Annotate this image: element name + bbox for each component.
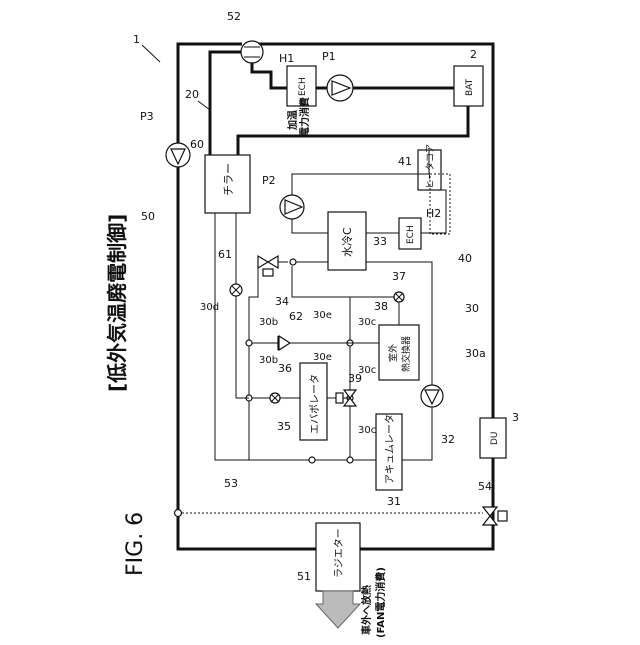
ref-h1: H1 bbox=[279, 52, 294, 65]
ref-53: 53 bbox=[224, 477, 238, 490]
ech-1-label: ECH bbox=[298, 77, 308, 96]
ref-60: 60 bbox=[190, 138, 204, 151]
ref-39: 39 bbox=[348, 372, 362, 385]
compressor-32 bbox=[421, 385, 443, 407]
outdoor-hx-label-1: 室外 bbox=[387, 344, 399, 362]
evaporator-label: エバポレータ bbox=[309, 374, 321, 434]
ref-36: 36 bbox=[278, 362, 292, 375]
ref-54: 54 bbox=[478, 480, 492, 493]
pump-p3 bbox=[166, 143, 190, 167]
ref-51: 51 bbox=[297, 570, 311, 583]
ref-30e-1: 30e bbox=[313, 310, 332, 321]
outdoor-hx-label-2: 熱交換器 bbox=[400, 336, 412, 372]
ref-52: 52 bbox=[227, 10, 241, 23]
ref-30b-2: 30b bbox=[259, 355, 278, 366]
accumulator-label: アキュムレータ bbox=[384, 414, 396, 484]
ref-1: 1 bbox=[133, 33, 140, 46]
ref-31: 31 bbox=[387, 495, 401, 508]
ref-61: 61 bbox=[218, 248, 232, 261]
ref-62: 62 bbox=[289, 310, 303, 323]
heater-core-label: ヒータコア bbox=[425, 144, 436, 189]
figure-label: FIG. 6 bbox=[123, 512, 148, 576]
heat-power-label-2: 電力消費 bbox=[298, 97, 311, 137]
ref-32: 32 bbox=[441, 433, 455, 446]
ref-38: 38 bbox=[374, 300, 388, 313]
heat-out-arrow bbox=[316, 591, 360, 628]
ref-50: 50 bbox=[141, 210, 155, 223]
ech-2-label: ECH bbox=[406, 225, 416, 244]
ref-35: 35 bbox=[277, 420, 291, 433]
ref-30d: 30d bbox=[200, 302, 219, 313]
ref-30: 30 bbox=[465, 302, 479, 315]
mode-title: [低外気温廃電制御] bbox=[105, 214, 129, 392]
ref-30c-1: 30c bbox=[358, 317, 376, 328]
du-label: DU bbox=[490, 431, 500, 445]
ref-30b-1: 30b bbox=[259, 317, 278, 328]
ref-h2: H2 bbox=[426, 207, 441, 220]
chiller-label: チラー bbox=[222, 163, 235, 196]
battery-label: BAT bbox=[465, 78, 475, 96]
heat-power-label-1: 加温 bbox=[286, 110, 299, 131]
radiator-label: ラジエター bbox=[333, 528, 345, 578]
ref-20: 20 bbox=[185, 88, 199, 101]
ref-30a: 30a bbox=[465, 347, 486, 360]
pump-p2 bbox=[280, 195, 304, 219]
ref-41: 41 bbox=[398, 155, 412, 168]
ref-p2: P2 bbox=[262, 174, 276, 187]
ref-34: 34 bbox=[275, 295, 289, 308]
ref-30c-3: 30c bbox=[358, 425, 376, 436]
ref-p1: P1 bbox=[322, 50, 336, 63]
ref-2: 2 bbox=[470, 48, 477, 61]
ref-p3: P3 bbox=[140, 110, 154, 123]
exhaust-label-1: 車外へ放熱 bbox=[360, 585, 373, 635]
three-way-valve-54 bbox=[483, 507, 507, 525]
ref-40: 40 bbox=[458, 252, 472, 265]
ref-33: 33 bbox=[373, 235, 387, 248]
pump-p1 bbox=[327, 75, 353, 101]
outdoor-hx-box bbox=[379, 325, 419, 380]
ref-37: 37 bbox=[392, 270, 406, 283]
switching-valve-52 bbox=[241, 41, 263, 63]
water-condenser-label: 水冷C bbox=[341, 227, 354, 257]
ref-3: 3 bbox=[512, 411, 519, 424]
check-valve-62 bbox=[278, 336, 290, 350]
ref-30e-2: 30e bbox=[313, 352, 332, 363]
solenoid-valve-34 bbox=[258, 256, 278, 276]
exhaust-label-2: (FAN電力消費) bbox=[374, 567, 387, 638]
